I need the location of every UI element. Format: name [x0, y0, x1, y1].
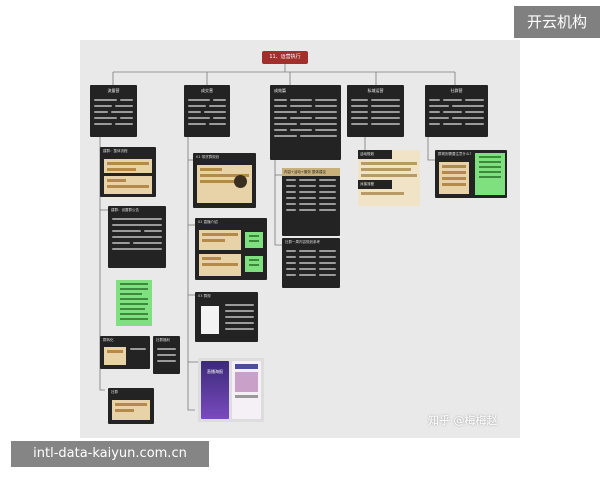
card-weekly-plan: 社群一周内容规划参考	[282, 238, 340, 288]
card-title: 社群一周内容规划参考	[285, 240, 320, 244]
zhihu-watermark: 知乎 @梅梅赵	[428, 414, 498, 427]
root-node: 11、运营执行	[262, 51, 308, 64]
poster-title: 直播海报	[207, 369, 223, 374]
card-poster: 直播海报	[198, 358, 264, 422]
branch-node-2: 成交营	[184, 85, 230, 137]
green-note	[245, 232, 263, 248]
card-title: 群转化	[103, 338, 114, 342]
card-title: 03 群规	[198, 294, 211, 298]
card-title: 02 直播介绍	[198, 220, 218, 224]
phone-screenshot	[201, 306, 219, 334]
card-title: 内容+活动+服务 整体建议	[284, 170, 326, 174]
card-plan: 01 带货群规划	[193, 153, 256, 208]
gold-panel	[197, 165, 252, 203]
card-title: 社群	[111, 390, 118, 394]
mindmap-canvas: 11、运营执行 流量营 成交营 成效篇 私域运营 社群营	[80, 40, 520, 438]
card-title: 建群：设置群公告	[111, 208, 139, 212]
branch-node-5: 社群营	[425, 85, 488, 137]
gold-panel	[199, 254, 241, 276]
green-note	[475, 153, 505, 195]
card-group-process: 建群：整体流程	[100, 147, 156, 197]
gold-panel	[199, 230, 241, 250]
card-community: 社群	[108, 388, 154, 424]
card-welfare: 社群福利	[153, 336, 180, 374]
branch-title: 社群营	[450, 88, 463, 93]
branch-node-4: 私域运营	[347, 85, 404, 137]
card-activity: 活动规划 对接流程	[358, 150, 420, 206]
poster-image: 直播海报	[201, 361, 229, 419]
gold-panel	[104, 347, 126, 365]
branch-node-1: 流量营	[90, 85, 137, 137]
gold-panel	[104, 159, 152, 173]
card-group-rules: 03 群规	[195, 292, 258, 342]
gold-panel	[104, 176, 152, 194]
card-rules-question: 群规则需要注意什么?	[435, 150, 507, 198]
green-note	[116, 280, 152, 326]
card-title: 群规则需要注意什么?	[438, 152, 472, 156]
gold-header: 内容+活动+服务 整体建议	[282, 168, 340, 176]
card-live-intro: 02 直播介绍	[195, 218, 267, 280]
branch-title: 成效篇	[274, 88, 286, 93]
card-group-notice: 建群：设置群公告	[108, 206, 166, 268]
card-title: 活动规划	[358, 150, 392, 159]
branch-title: 私域运营	[367, 88, 384, 93]
gold-panel	[112, 400, 150, 420]
card-title: 建群：整体流程	[103, 149, 128, 153]
brand-watermark: 开云机构	[514, 6, 600, 38]
connector-lines	[99, 64, 456, 411]
card-subtitle: 对接流程	[358, 180, 392, 189]
card-title: 01 带货群规划	[196, 155, 220, 159]
poster-image	[232, 361, 261, 419]
gold-panel	[439, 162, 469, 194]
card-conversion: 群转化	[100, 336, 150, 369]
branch-node-3: 成效篇	[270, 85, 341, 160]
url-watermark: intl-data-kaiyun.com.cn	[11, 441, 209, 467]
branch-title: 成交营	[201, 88, 213, 93]
green-note	[245, 256, 263, 272]
root-title: 11、运营执行	[269, 54, 301, 60]
card-title: 社群福利	[156, 338, 170, 342]
card-suggestions: 内容+活动+服务 整体建议	[282, 168, 340, 236]
product-image	[234, 175, 247, 188]
branch-title: 流量营	[107, 88, 120, 93]
